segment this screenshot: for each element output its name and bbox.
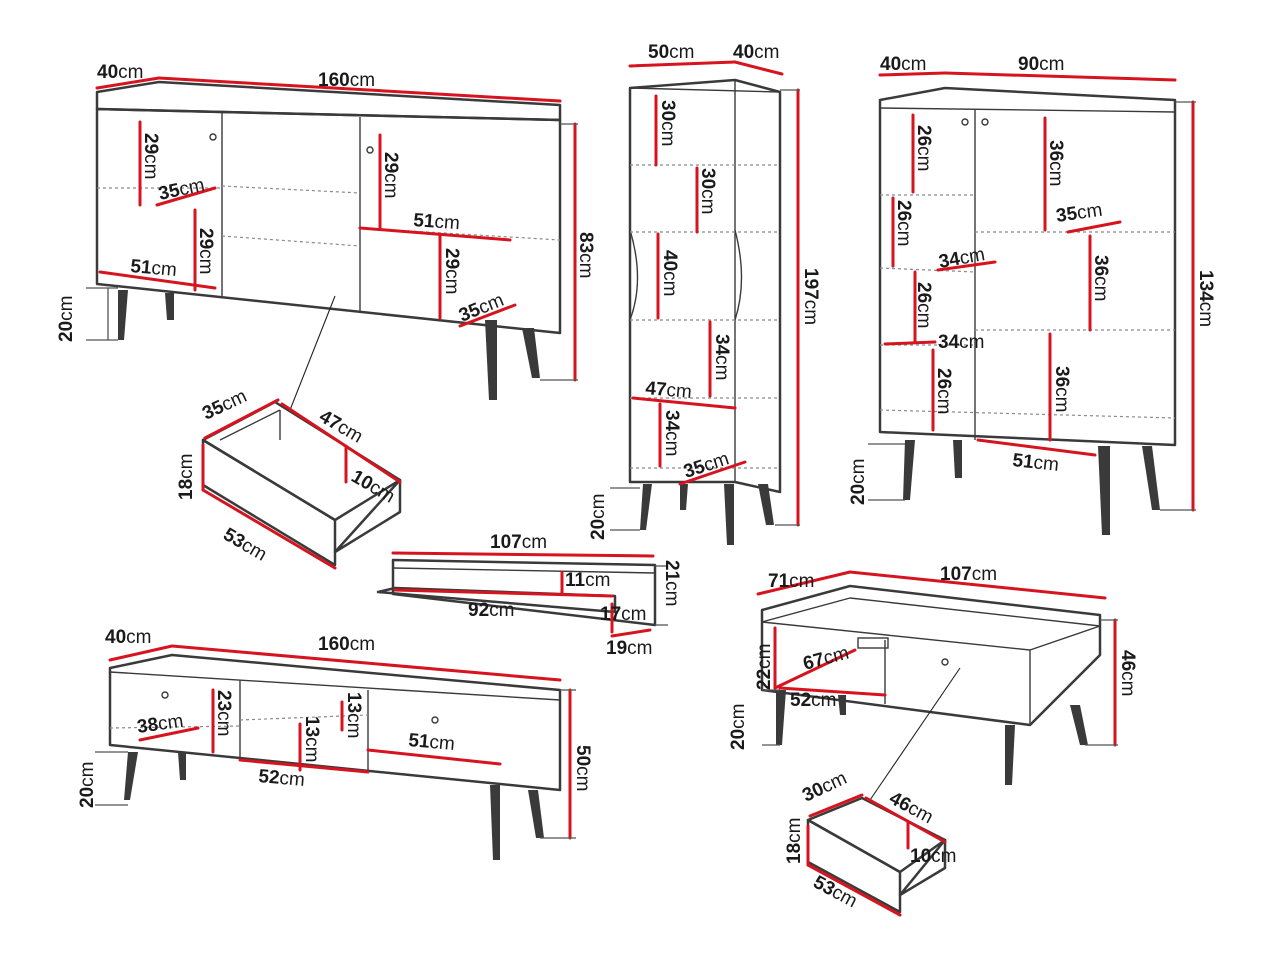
sideboard: 40cm 160cm 83cm 20cm 29cm 35cm 29cm 51cm… (56, 62, 596, 400)
glass-cabinet-h2: 26cm (893, 200, 914, 246)
sideboard-shelf-d2: 35cm (456, 290, 507, 327)
coffee-table-h: 22cm (754, 644, 775, 690)
wall-shelf-depth: 19cm (606, 638, 652, 659)
sideboard-shelf-d1: 35cm (157, 175, 207, 205)
sideboard-width-label: 160cm (318, 70, 375, 91)
tv-stand-height: 50cm (572, 745, 593, 791)
sideboard-shelf-h3: 29cm (380, 152, 401, 198)
table-drawer: 30cm 46cm 18cm 10cm 53cm (784, 768, 956, 917)
sideboard-shelf-w2: 51cm (413, 210, 461, 234)
sideboard-depth-label: 40cm (97, 62, 143, 83)
coffee-table: 71cm 107cm 46cm 20cm 22cm 67cm 52cm (728, 564, 1138, 785)
tall-cabinet: 50cm 40cm 197cm 20cm 30cm 30cm 40cm 34cm… (588, 42, 821, 545)
tv-stand-h2: 13cm (343, 692, 364, 738)
glass-cabinet-d1: 35cm (1055, 200, 1104, 227)
sideboard-drawer-pointer (289, 295, 336, 411)
wall-shelf-h1: 11cm (565, 570, 610, 591)
coffee-table-leg: 20cm (728, 704, 749, 750)
sideboard-shelf-w1: 51cm (130, 256, 178, 281)
tv-stand: 40cm 160cm 50cm 20cm 38cm 23cm 13cm 13cm… (77, 627, 593, 860)
glass-cabinet-h6: 36cm (1090, 255, 1111, 301)
tv-stand-w1: 52cm (258, 766, 306, 791)
coffee-table-d: 67cm (801, 643, 851, 675)
wall-shelf-width: 107cm (490, 532, 547, 553)
sideboard-drawer-height: 18cm (176, 454, 197, 500)
coffee-table-width: 107cm (940, 564, 997, 585)
coffee-table-depth: 71cm (768, 571, 814, 592)
sideboard-drawer: 35cm 47cm 18cm 10cm 53cm (176, 386, 402, 570)
glass-cabinet-w: 51cm (1011, 450, 1059, 476)
table-drawer-pointer (869, 667, 961, 801)
tv-stand-body (108, 653, 562, 792)
tv-stand-d: 38cm (136, 711, 185, 738)
coffee-table-height: 46cm (1117, 650, 1138, 696)
tv-stand-h1: 23cm (213, 690, 234, 736)
tall-cabinet-w: 47cm (645, 378, 693, 403)
wall-shelf-h2: 17cm (600, 604, 646, 625)
table-drawer-height: 18cm (784, 818, 805, 864)
wall-shelf-h: 21cm (661, 560, 682, 606)
glass-cabinet-h4: 26cm (933, 368, 954, 414)
glass-cabinet-body (878, 86, 1177, 447)
glass-cabinet-leg: 20cm (848, 459, 869, 505)
glass-cabinet-depth: 40cm (880, 54, 926, 75)
tall-cabinet-width: 50cm (648, 42, 694, 63)
sideboard-leg (118, 290, 128, 340)
tv-stand-width: 160cm (318, 634, 375, 655)
tall-cabinet-h5: 34cm (661, 410, 682, 456)
sideboard-top (95, 80, 562, 122)
sideboard-drawer-length: 53cm (220, 524, 271, 565)
tall-cabinet-height: 197cm (800, 268, 821, 325)
wall-shelf: 107cm 11cm 21cm 92cm 17cm 19cm (376, 532, 682, 659)
glass-cabinet-h5: 36cm (1045, 140, 1066, 186)
table-drawer-inner-height: 10cm (910, 846, 956, 867)
glass-cabinet-h3: 26cm (913, 282, 934, 328)
sideboard-leg-label: 20cm (56, 296, 77, 342)
glass-cabinet-width: 90cm (1018, 54, 1064, 75)
tall-cabinet-depth: 40cm (733, 42, 779, 63)
tall-cabinet-h4: 34cm (711, 334, 732, 380)
glass-cabinet-h7: 36cm (1051, 366, 1072, 412)
tv-stand-depth: 40cm (105, 627, 151, 648)
tall-cabinet-h1: 30cm (657, 100, 678, 146)
tv-stand-w2: 51cm (408, 730, 456, 755)
tall-cabinet-h3: 40cm (659, 250, 680, 296)
glass-cabinet-d3: 34cm (938, 332, 984, 353)
sideboard-height-label: 83cm (575, 232, 596, 278)
tall-cabinet-h2: 30cm (697, 168, 718, 214)
wall-shelf-inner-w: 92cm (468, 600, 514, 621)
tall-cabinet-body (628, 78, 782, 494)
sideboard-leg (165, 293, 174, 320)
sideboard-shelf-h1: 29cm (140, 133, 161, 179)
sideboard-leg (522, 328, 540, 378)
tv-stand-leg: 20cm (77, 762, 98, 808)
glass-cabinet: 40cm 90cm 134cm 20cm 26cm 26cm 26cm 26cm… (848, 54, 1216, 535)
tv-stand-h3: 13cm (301, 716, 322, 762)
tall-cabinet-leg: 20cm (588, 494, 609, 540)
glass-cabinet-d2: 34cm (937, 244, 986, 273)
sideboard-drawer-inner-height: 10cm (348, 466, 399, 507)
coffee-table-w: 52cm (790, 690, 836, 711)
table-drawer-depth: 30cm (799, 768, 850, 807)
sideboard-shelf-h2: 29cm (195, 228, 216, 274)
sideboard-leg (485, 320, 497, 400)
glass-cabinet-h1: 26cm (913, 125, 934, 171)
glass-cabinet-height: 134cm (1195, 270, 1216, 327)
tall-cabinet-d: 35cm (681, 448, 732, 482)
sideboard-shelf-h4: 29cm (441, 248, 462, 294)
